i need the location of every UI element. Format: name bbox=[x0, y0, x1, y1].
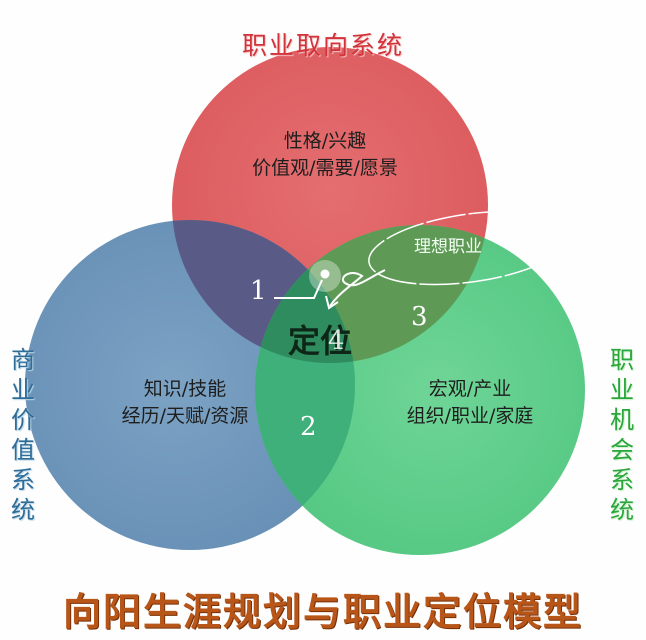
positioning-label: 定位 bbox=[288, 322, 353, 360]
red-line-1: 性格/兴趣 bbox=[283, 130, 367, 152]
blue-line-1: 知识/技能 bbox=[143, 378, 227, 400]
region-3 bbox=[255, 225, 488, 363]
right-title-career-opportunity: 职业机会系统 bbox=[610, 346, 634, 524]
arrow-head-icon bbox=[325, 295, 339, 310]
ideal-career-label: 理想职业 bbox=[414, 237, 482, 257]
left-title-business-value: 商业价值系统 bbox=[11, 346, 35, 524]
red-circle-text: 性格/兴趣 价值观/需要/愿景 bbox=[210, 128, 440, 182]
green-circle-text: 宏观/产业 组织/职业/家庭 bbox=[380, 376, 560, 430]
blue-circle-text: 知识/技能 经历/天赋/资源 bbox=[85, 376, 285, 430]
curved-arrow bbox=[329, 269, 386, 307]
model-title: 向阳生涯规划与职业定位模型 bbox=[62, 590, 583, 634]
leader-line-1 bbox=[274, 279, 323, 299]
region-label-3: 3 bbox=[411, 302, 428, 332]
red-line-2: 价值观/需要/愿景 bbox=[252, 157, 398, 179]
ideal-career-ellipse bbox=[368, 210, 572, 286]
marker-dot bbox=[320, 269, 330, 279]
green-line-2: 组织/职业/家庭 bbox=[406, 405, 534, 427]
top-title-career-orientation: 职业取向系统 bbox=[241, 31, 404, 60]
region-label-2: 2 bbox=[300, 412, 317, 442]
green-line-1: 宏观/产业 bbox=[428, 378, 512, 400]
blue-line-2: 经历/天赋/资源 bbox=[121, 405, 249, 427]
region-1 bbox=[172, 220, 355, 363]
region-label-1: 1 bbox=[250, 276, 267, 306]
region-label-4: 4 bbox=[328, 326, 345, 356]
